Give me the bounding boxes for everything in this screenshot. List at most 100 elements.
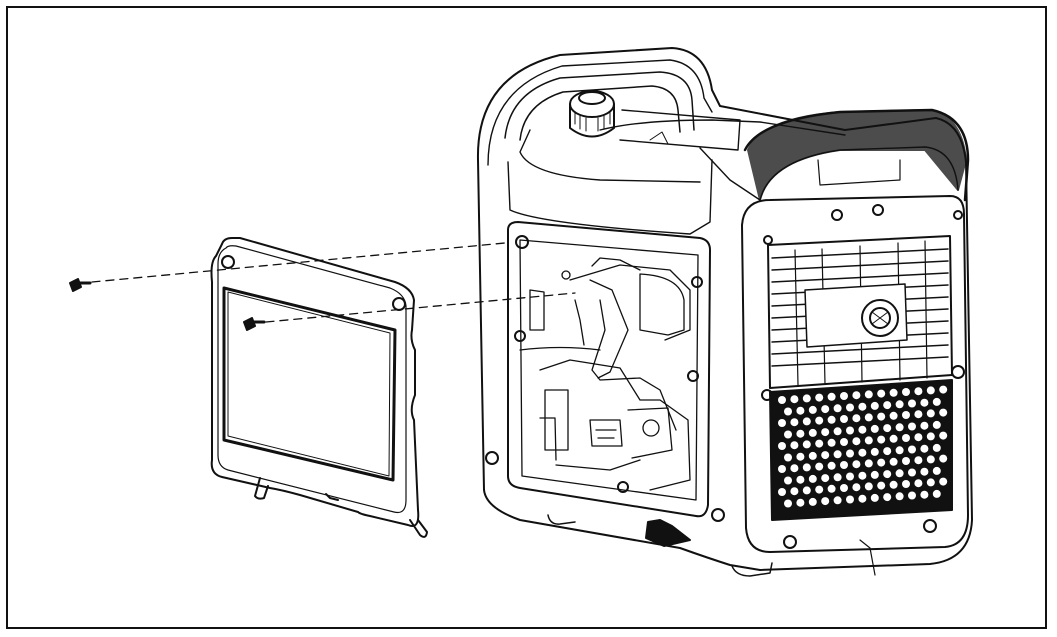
grille-hole	[870, 493, 879, 502]
grille-hole	[846, 449, 854, 458]
grille-hole	[852, 437, 861, 446]
grille-hole	[778, 442, 786, 450]
grille-hole	[914, 410, 923, 419]
screw-icon	[69, 278, 92, 292]
grille-hole	[932, 420, 941, 429]
grille-hole	[821, 451, 830, 460]
grille-hole	[815, 393, 824, 402]
grille-hole	[784, 499, 792, 508]
grille-hole	[808, 497, 817, 506]
grille-hole	[902, 480, 910, 488]
grille-hole	[932, 489, 941, 498]
grille-hole	[821, 497, 830, 506]
grille-hole	[858, 402, 867, 411]
grille-hole	[864, 413, 873, 422]
grille-hole	[846, 403, 854, 412]
grille-hole	[932, 466, 941, 475]
grille-hole	[870, 470, 879, 479]
grille-hole	[796, 475, 805, 484]
grille-hole	[790, 464, 799, 473]
grille-hole	[784, 407, 792, 416]
generator-icon	[476, 47, 973, 577]
grille-hole	[914, 387, 923, 396]
grille-hole	[852, 391, 861, 400]
grille-hole	[889, 457, 898, 466]
grille-hole	[870, 447, 879, 456]
grille-hole	[821, 405, 830, 414]
grille-hole	[883, 493, 892, 502]
grille-hole	[932, 443, 941, 452]
grille-hole	[852, 483, 861, 492]
grille-hole	[914, 479, 923, 488]
grille-hole	[902, 434, 910, 442]
grille-hole	[796, 406, 805, 415]
grille-hole	[926, 409, 935, 418]
handle-icon	[504, 71, 695, 141]
cover-panel-icon	[210, 237, 428, 538]
grille-hole	[778, 419, 786, 427]
grille-hole	[926, 386, 935, 395]
grille-hole	[840, 484, 848, 492]
grille-hole	[870, 424, 879, 433]
vent-grille-icon	[769, 379, 953, 521]
grille-hole	[802, 417, 811, 426]
grille-hole	[827, 392, 836, 401]
grille-hole	[784, 453, 792, 462]
grille-hole	[815, 416, 824, 425]
grille-hole	[920, 490, 929, 499]
grille-hole	[864, 482, 873, 491]
grille-hole	[920, 444, 929, 453]
grille-hole	[827, 461, 836, 470]
grille-hole	[895, 423, 904, 432]
grille-hole	[926, 432, 935, 441]
grille-hole	[790, 487, 799, 496]
grille-hole	[908, 445, 916, 454]
grille-hole	[939, 454, 948, 463]
grille-hole	[939, 385, 948, 394]
grille-hole	[778, 488, 786, 496]
grille-hole	[827, 438, 836, 447]
grille-hole	[840, 438, 848, 446]
grille-hole	[939, 477, 948, 486]
grille-hole	[796, 498, 805, 507]
grille-hole	[833, 473, 842, 482]
grille-hole	[821, 428, 830, 437]
grille-hole	[840, 461, 848, 469]
grille-hole	[877, 458, 886, 467]
grille-hole	[784, 430, 792, 439]
grille-hole	[920, 398, 929, 407]
grille-hole	[926, 455, 935, 464]
grille-hole	[939, 408, 948, 417]
grille-hole	[778, 396, 786, 404]
grille-hole	[790, 441, 799, 450]
alignment-lines	[91, 242, 576, 323]
grille-hole	[864, 459, 873, 468]
grille-hole	[883, 424, 892, 433]
grille-hole	[895, 492, 904, 501]
grille-hole	[846, 426, 854, 435]
grille-hole	[902, 388, 910, 396]
grille-hole	[877, 435, 886, 444]
grille-hole	[889, 434, 898, 443]
grille-hole	[889, 480, 898, 489]
grille-hole	[870, 401, 879, 410]
fuel-cap-icon	[569, 90, 615, 138]
grille-hole	[914, 433, 923, 442]
grille-hole	[790, 395, 799, 404]
grille-hole	[815, 462, 824, 471]
grille-hole	[858, 471, 867, 480]
grille-hole	[902, 411, 910, 419]
grille-hole	[796, 452, 805, 461]
grille-hole	[914, 456, 923, 465]
grille-hole	[883, 401, 892, 410]
grille-hole	[877, 412, 886, 421]
grille-hole	[796, 429, 805, 438]
screw-icon	[243, 317, 266, 331]
grille-hole	[852, 460, 861, 469]
grille-hole	[877, 389, 886, 398]
grille-hole	[902, 457, 910, 465]
grille-hole	[815, 439, 824, 448]
grille-hole	[939, 431, 948, 440]
grille-hole	[889, 411, 898, 420]
